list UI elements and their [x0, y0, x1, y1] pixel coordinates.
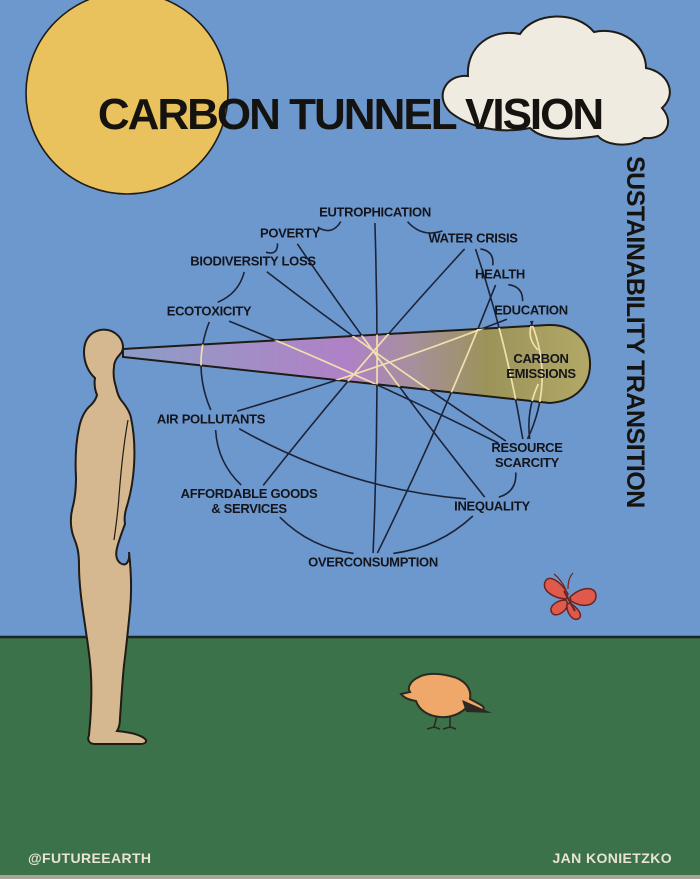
edge-health--overconsumption	[376, 284, 497, 554]
cloud-icon	[441, 15, 671, 146]
edge-resource-scarcity--inequality	[498, 472, 517, 498]
node-label-carbon-emissions: CARBON EMISSIONS	[506, 351, 576, 381]
node-label-eutrophication: EUTROPHICATION	[319, 204, 431, 220]
node-label-poverty: POVERTY	[259, 225, 321, 241]
bird-icon	[399, 672, 492, 730]
node-label-inequality: INEQUALITY	[454, 498, 530, 514]
edge-eutrophication--water-crisis	[406, 221, 443, 234]
node-label-affordable-goods-services: AFFORDABLE GOODS & SERVICES	[180, 486, 318, 516]
edge-education--resource-scarcity	[526, 324, 543, 403]
side-label-sustainability-transition: SUSTAINABILITY TRANSITION	[621, 156, 649, 508]
node-label-resource-scarcity: RESOURCE SCARCITY	[491, 440, 563, 470]
edge-water-crisis--health	[480, 248, 494, 266]
credit-author: JAN KONIETZKO	[552, 850, 672, 866]
edge-eutrophication--overconsumption	[372, 222, 378, 554]
node-label-air-pollutants: AIR POLLUTANTS	[156, 411, 266, 427]
edge-resource-scarcity--carbon-emissions	[528, 383, 540, 403]
sun-icon	[25, 0, 229, 195]
edge-poverty--eutrophication	[317, 221, 342, 232]
butterfly-icon	[543, 572, 597, 621]
edge-water-crisis--resource-scarcity	[474, 324, 524, 403]
edge-biodiversity-loss--resource-scarcity	[266, 324, 507, 403]
standing-person-figure	[69, 328, 148, 745]
node-label-ecotoxicity: ECOTOXICITY	[166, 303, 252, 319]
edge-air-pollutants--affordable-goods-services	[214, 429, 242, 486]
edge-poverty--inequality	[296, 324, 486, 403]
poster-title: CARBON TUNNEL VISION	[97, 90, 604, 139]
arm-line	[113, 419, 129, 541]
edge-inequality--overconsumption	[393, 515, 474, 555]
credit-futureearth: @FUTUREEARTH	[28, 850, 152, 866]
edge-health--education	[508, 283, 524, 302]
edge-affordable-goods-services--overconsumption	[279, 516, 354, 555]
node-label-biodiversity-loss: BIODIVERSITY LOSS	[190, 253, 316, 269]
node-label-water-crisis: WATER CRISIS	[428, 230, 518, 246]
node-label-health: HEALTH	[475, 266, 525, 282]
edge-water-crisis--affordable-goods-services	[262, 324, 466, 403]
node-label-education: EDUCATION	[494, 302, 568, 318]
edge-biodiversity-loss--poverty	[265, 243, 279, 254]
edge-education--carbon-emissions	[529, 324, 539, 351]
node-label-overconsumption: OVERCONSUMPTION	[308, 554, 438, 570]
edge-air-pollutants--inequality	[238, 428, 467, 500]
vision-tunnel-cone	[122, 323, 592, 405]
bottom-edge-strip	[0, 875, 700, 879]
edge-ecotoxicity--biodiversity-loss	[217, 271, 246, 303]
